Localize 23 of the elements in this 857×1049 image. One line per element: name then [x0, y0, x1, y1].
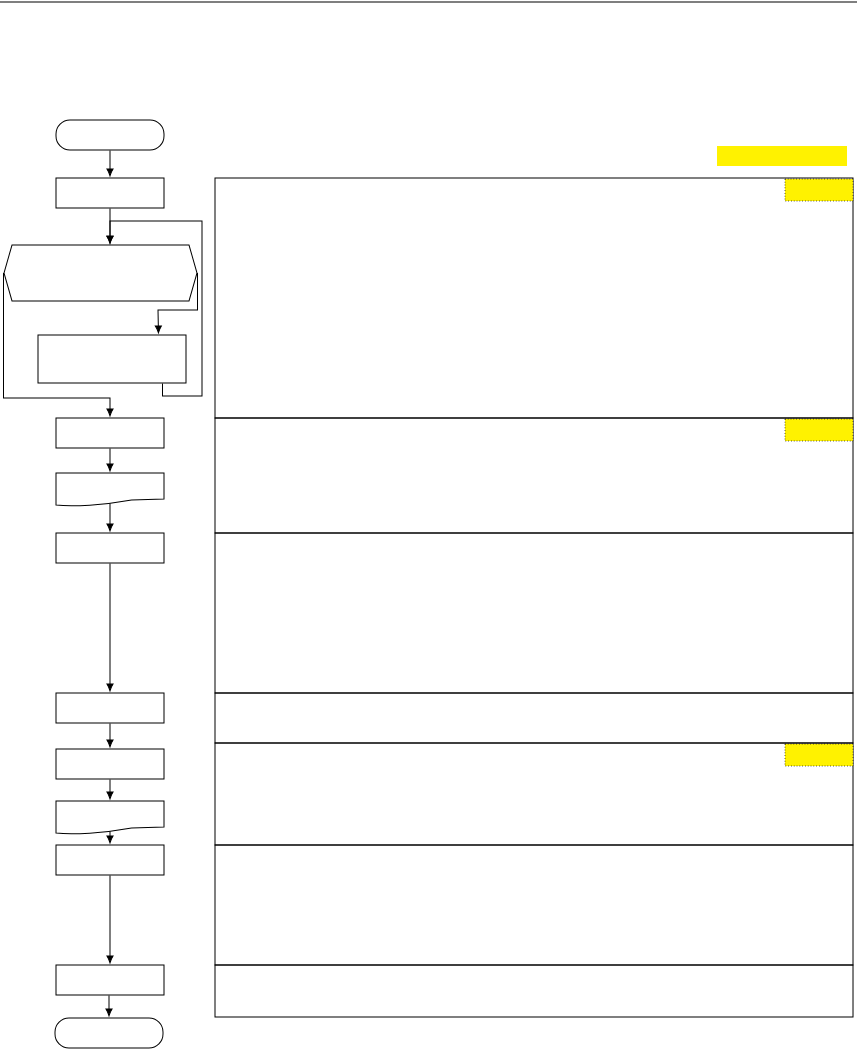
process-box [55, 748, 165, 780]
arrow [105, 995, 113, 1017]
process-box [55, 964, 165, 996]
arrow [106, 150, 114, 177]
loop-hexagon [3, 244, 198, 302]
arrow [106, 831, 114, 844]
process-box [55, 692, 165, 724]
arrow [106, 503, 114, 532]
process-box [55, 417, 165, 449]
process-box [55, 177, 165, 209]
document-shape [55, 472, 165, 507]
document-shape [55, 800, 165, 835]
process-box [55, 532, 165, 564]
arrow [154, 272, 198, 334]
arrow [106, 779, 114, 800]
process-box [37, 334, 187, 384]
arrow [106, 448, 114, 472]
process-box [55, 844, 165, 876]
arrow [3, 272, 114, 417]
arrow [106, 563, 114, 692]
arrow [106, 220, 203, 397]
arrow [106, 723, 114, 748]
arrow [106, 875, 114, 964]
